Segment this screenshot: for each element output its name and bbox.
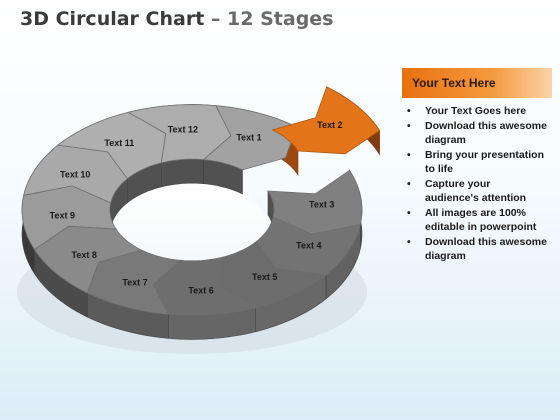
panel-bullet-item: • Bring your presentation to life: [402, 148, 547, 177]
bullet-text: Capture your audience's attention: [425, 177, 527, 205]
bullet-icon: •: [407, 177, 411, 190]
segment-label: Text 12: [168, 125, 198, 135]
bullet-icon: •: [407, 206, 411, 219]
ring-tops: [21, 86, 381, 316]
segment-label: Text 9: [50, 211, 75, 221]
segment-label: Text 4: [296, 240, 321, 250]
bullet-text: Bring your presentation to life: [425, 148, 545, 176]
panel-header: Your Text Here: [402, 68, 552, 98]
segment-label: Text 10: [60, 170, 90, 180]
segment-label: Text 7: [122, 277, 147, 287]
segment-label: Text 1: [236, 133, 261, 143]
text-panel: Your Text Here • Your Text Goes here • Dow…: [402, 68, 552, 264]
panel-bullet-item: • Download this awesome diagram: [402, 119, 547, 148]
segment-top: [202, 105, 298, 171]
page-title: 3D Circular Chart – 12 Stages: [20, 8, 334, 30]
bullet-text: Your Text Goes here: [425, 105, 527, 117]
segment-label: Text 2: [317, 120, 342, 130]
panel-bullet-item: • Your Text Goes here: [402, 104, 547, 119]
segment-top: [127, 104, 232, 164]
title-separator: –: [210, 8, 221, 30]
panel-bullet-item: • Capture your audience's attention: [402, 177, 547, 206]
panel-bullet-item: • Download this awesome diagram: [402, 235, 547, 264]
segment-label: Text 11: [104, 138, 134, 148]
segment-label: Text 8: [72, 250, 97, 260]
segment-inner-wall: [161, 158, 204, 188]
panel-bullet-item: • All images are 100% editable in powerpo…: [402, 206, 547, 235]
bullet-text: All images are 100% editable in powerpoi…: [425, 206, 537, 234]
bullet-icon: •: [407, 105, 411, 117]
panel-bullet-list: • Your Text Goes here • Download this awes…: [402, 104, 552, 264]
segment-label: Text 6: [188, 285, 213, 295]
segment-label: Text 5: [252, 272, 277, 282]
bullet-text: Download this awesome diagram: [425, 235, 547, 263]
bullet-icon: •: [407, 235, 411, 248]
ring-labels: Text 1 Text 2 Text 3 Text 4 Text 5 Text 6 Text…: [50, 120, 343, 295]
segment-top: [272, 86, 381, 155]
bullet-icon: •: [407, 119, 411, 132]
title-sub: 12 Stages: [227, 8, 334, 30]
title-main: 3D Circular Chart: [20, 8, 205, 30]
bullet-text: Download this awesome diagram: [425, 119, 547, 147]
bullet-icon: •: [407, 148, 411, 161]
segment-label: Text 3: [309, 199, 334, 209]
